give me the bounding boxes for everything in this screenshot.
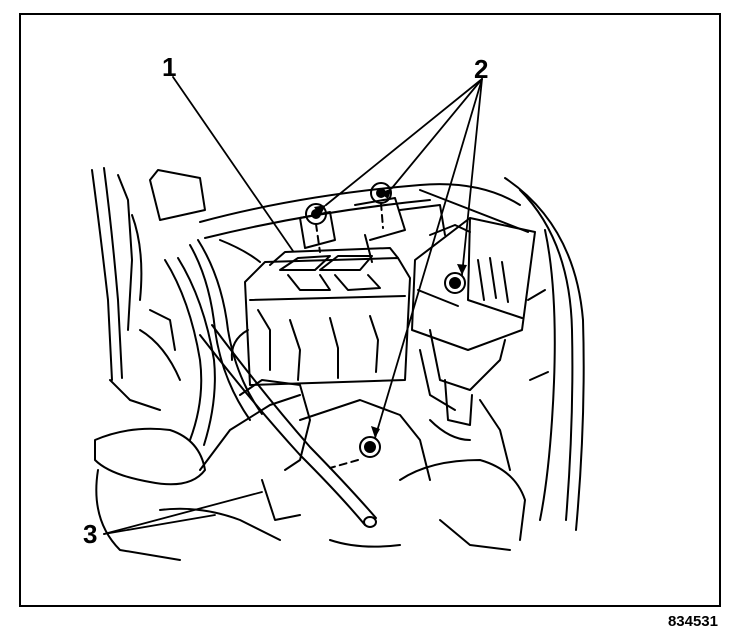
callout-2-label: 2: [474, 54, 489, 84]
dash-outline: [199, 183, 529, 239]
figure-frame: [19, 13, 721, 607]
leader-1: [172, 76, 294, 252]
leader-2c: [461, 78, 483, 276]
callout-1-label: 1: [162, 52, 177, 82]
nut-lower: [359, 436, 381, 458]
right-panel: [504, 177, 585, 531]
nut-center: [444, 272, 466, 294]
hvac-module-housing: [230, 247, 411, 386]
leader-arrowheads: [314, 188, 467, 438]
figure-number: 834531: [667, 613, 718, 630]
evaporator-case: [411, 217, 536, 426]
leader-lines: [103, 76, 483, 535]
leader-2d: [374, 78, 483, 439]
callout-3-label: 3: [83, 519, 98, 549]
left-pillar: [91, 167, 206, 381]
wiring-harness: [139, 239, 263, 446]
leader-2b: [391, 78, 483, 189]
nut-alignment-lines: [315, 202, 384, 469]
leader-3a: [103, 514, 216, 535]
leader-3b: [103, 491, 263, 535]
lower-console: [94, 349, 526, 561]
drain-hose: [199, 324, 377, 528]
leader-2a: [325, 78, 483, 206]
